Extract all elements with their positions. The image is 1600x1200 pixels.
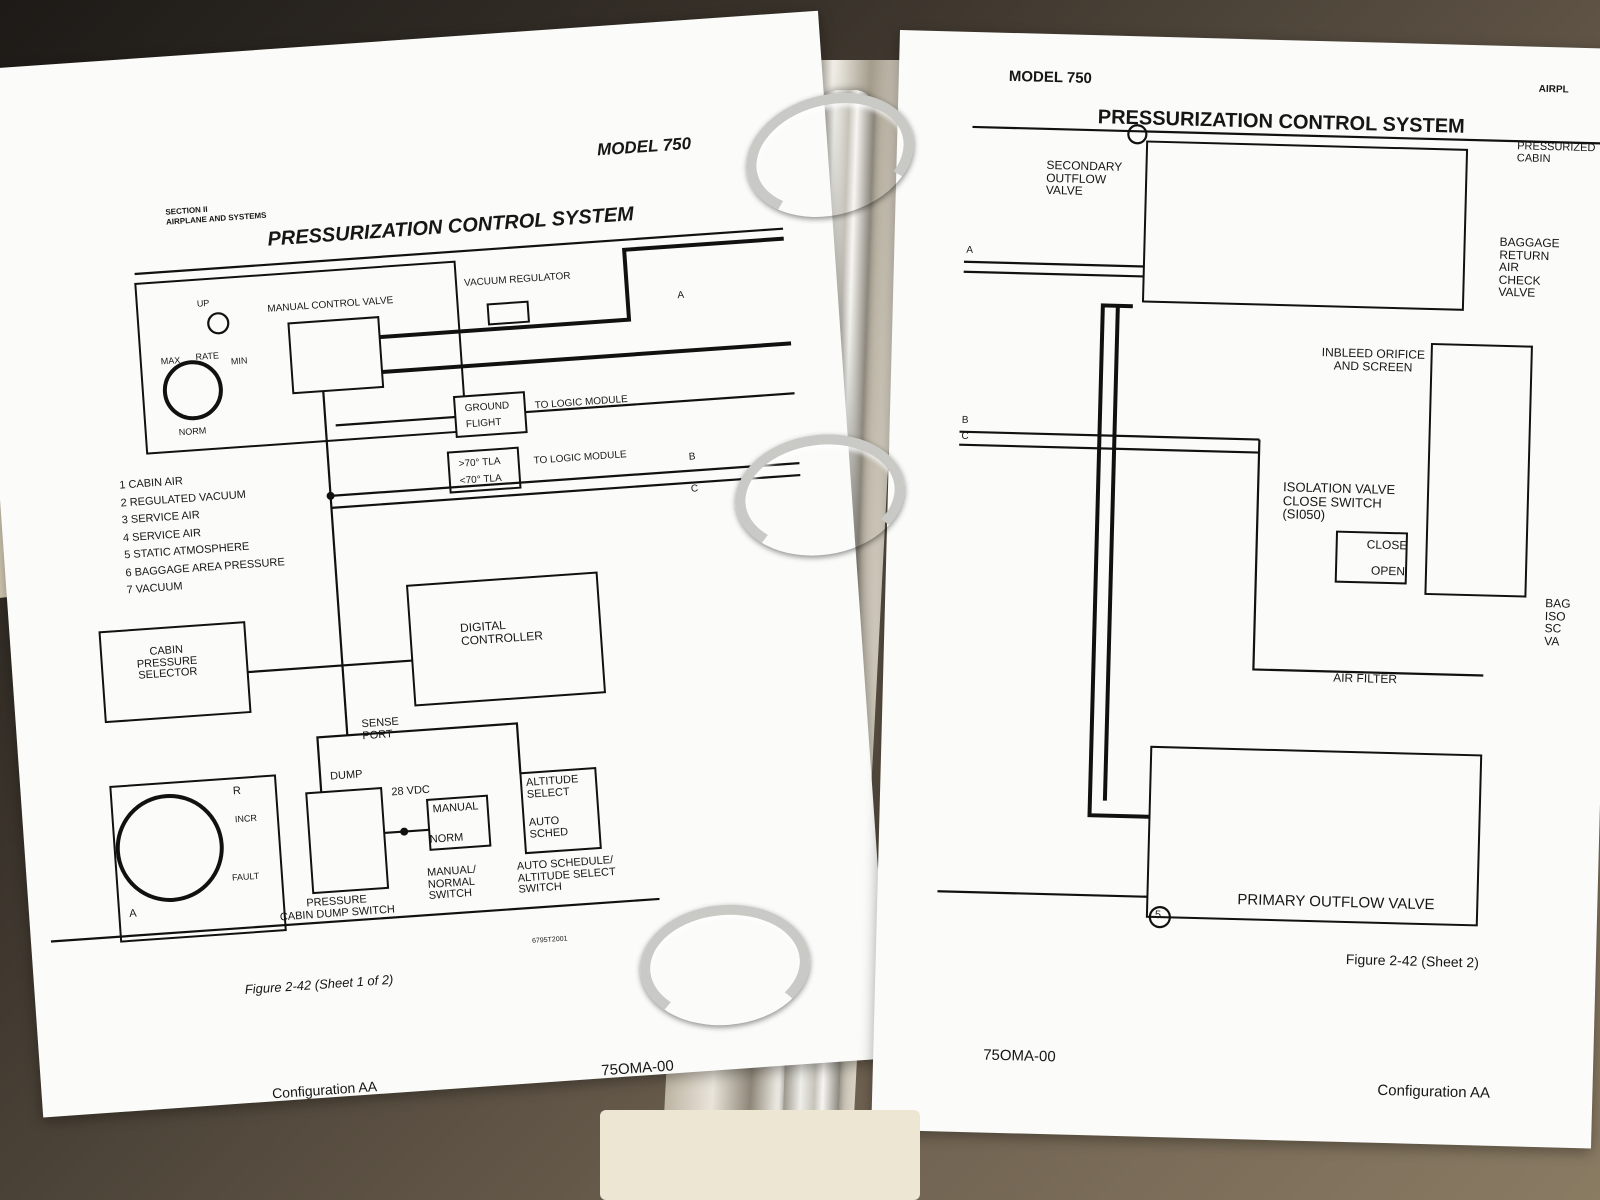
- secondary-outflow-valve-label: SECONDARY OUTFLOW VALVE: [1045, 157, 1123, 199]
- gauge-r-label: R: [232, 784, 242, 798]
- sense-port-label: SENSE PORT: [361, 715, 400, 742]
- knob-max: MAX: [160, 355, 181, 367]
- left-page: MODEL 750 SECTION II AIRPLANE AND SYSTEM…: [0, 10, 892, 1118]
- open-label: OPEN: [1370, 563, 1406, 579]
- right-figure-caption: Figure 2-42 (Sheet 2): [1345, 950, 1480, 971]
- right-line-c-label: C: [961, 430, 969, 442]
- auto-sched-label: AUTO SCHED: [528, 814, 569, 841]
- bag-iso-partial-label: BAG ISO SC VA: [1544, 596, 1571, 649]
- baggage-return-label: BAGGAGE RETURN AIR CHECK VALVE: [1498, 234, 1560, 301]
- right-line-b-label: B: [961, 414, 969, 426]
- manual-normal-switch-label: MANUAL/ NORMAL SWITCH: [426, 863, 477, 903]
- norm-label: NORM: [429, 831, 464, 846]
- line-c-label: C: [690, 483, 699, 495]
- gauge-fault-label: FAULT: [231, 870, 260, 883]
- digital-controller-label: DIGITAL CONTROLLER: [459, 617, 544, 648]
- left-doc-id: 75OMA-00: [600, 1057, 675, 1080]
- pressurized-cabin-label: PRESSURIZED CABIN: [1516, 140, 1596, 165]
- legend: 1 CABIN AIR 2 REGULATED VACUUM 3 SERVICE…: [119, 469, 287, 603]
- air-filter-label: AIR FILTER: [1333, 670, 1398, 687]
- knob-up: UP: [196, 297, 210, 309]
- knob-min: MIN: [230, 355, 248, 367]
- right-page: MODEL 750 AIRPL PRESSURIZATION CONTROL S…: [871, 30, 1600, 1149]
- gauge-a-label: A: [128, 907, 138, 920]
- right-doc-id: 75OMA-00: [982, 1046, 1056, 1066]
- close-label: CLOSE: [1366, 537, 1408, 553]
- right-schematic: [937, 124, 1600, 929]
- line-a-label: A: [677, 289, 685, 302]
- auto-schedule-switch-label: AUTO SCHEDULE/ ALTITUDE SELECT SWITCH: [516, 854, 617, 896]
- knob-norm: NORM: [178, 425, 207, 438]
- circle-5-label: 5: [1154, 908, 1162, 922]
- cabin-pressure-selector-label: CABIN PRESSURE SELECTOR: [136, 643, 198, 682]
- dump-label: DUMP: [329, 768, 363, 783]
- altitude-select-label: ALTITUDE SELECT: [525, 773, 579, 801]
- right-line-a-label: A: [966, 244, 974, 256]
- knob-rate: RATE: [195, 350, 220, 362]
- inbleed-orifice-label: INBLEED ORIFICE AND SCREEN: [1321, 345, 1426, 375]
- line-b-label: B: [688, 451, 696, 463]
- right-configuration: Configuration AA: [1377, 1081, 1491, 1102]
- binder-base: [600, 1110, 920, 1200]
- isolation-valve-label: ISOLATION VALVE CLOSE SWITCH (SI050): [1282, 479, 1396, 523]
- left-schematic: [50, 227, 801, 943]
- gauge-incr-label: INCR: [234, 812, 258, 825]
